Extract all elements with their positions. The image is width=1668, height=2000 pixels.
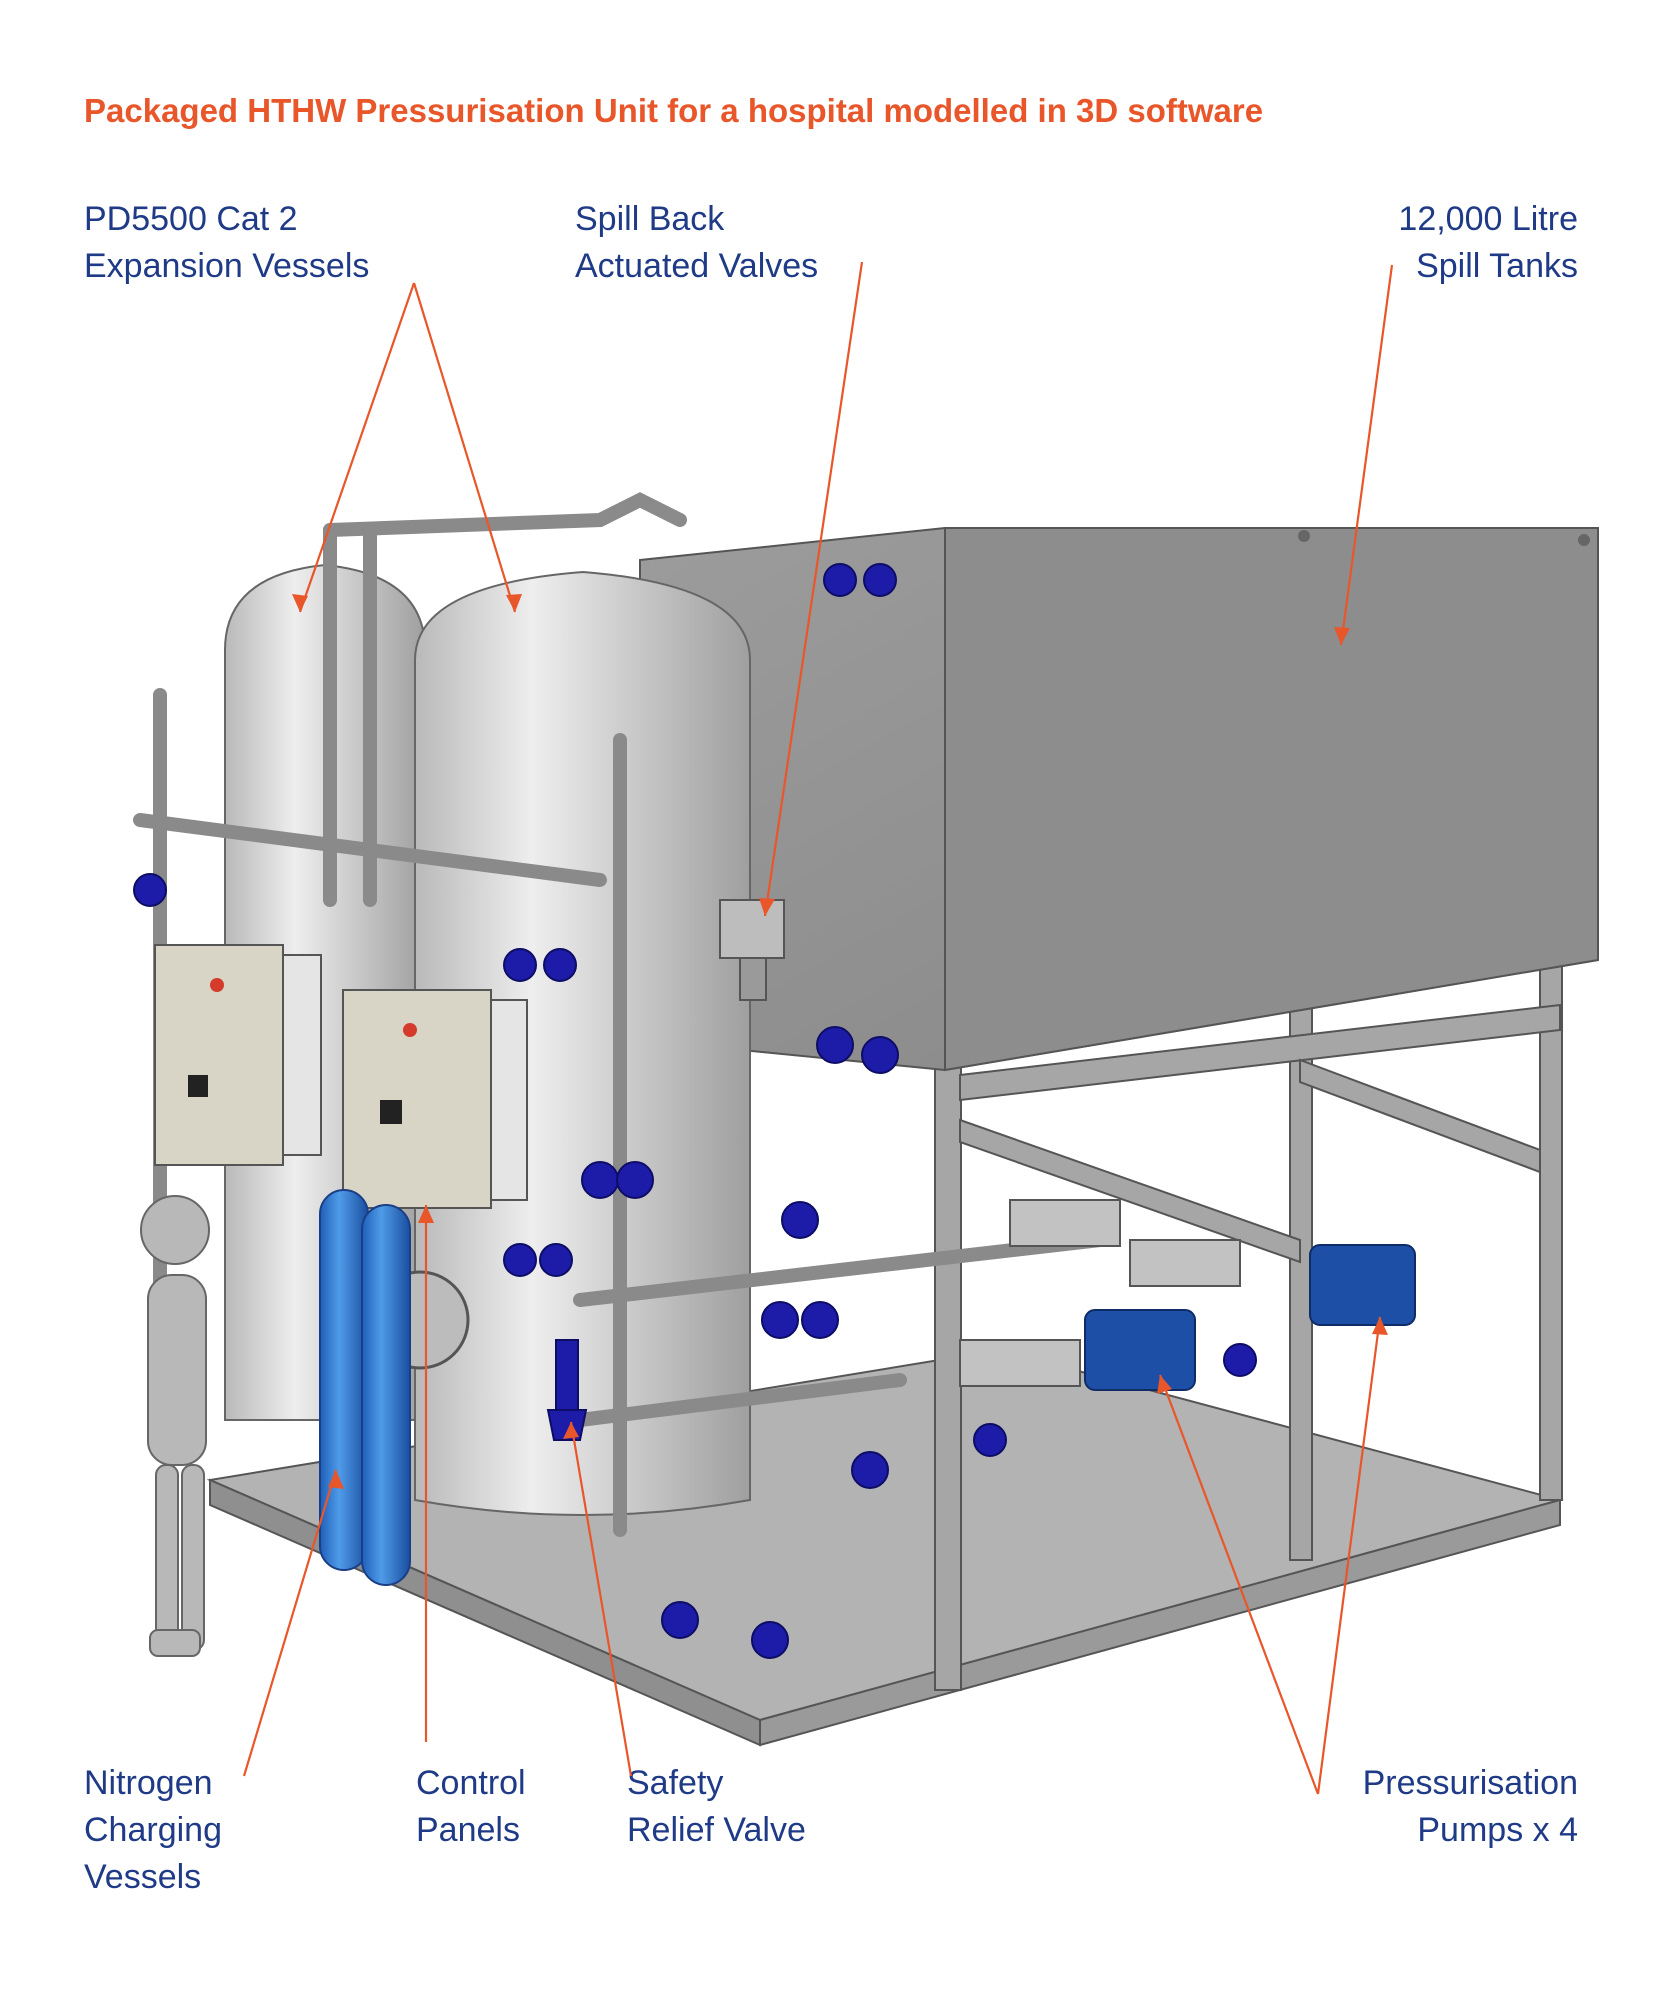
label-control-panels: Control Panels xyxy=(416,1760,526,1854)
human-figure xyxy=(140,1195,210,1657)
label-line: Spill Back xyxy=(575,200,725,238)
label-line: Panels xyxy=(416,1811,520,1849)
label-expansion-vessels: PD5500 Cat 2 Expansion Vessels xyxy=(84,196,369,290)
label-spill-back-valves: Spill Back Actuated Valves xyxy=(575,196,818,290)
label-line: 12,000 Litre xyxy=(1398,200,1578,238)
expansion-vessel-front xyxy=(370,570,751,1516)
label-line: Safety xyxy=(627,1764,724,1802)
spill-back-actuator xyxy=(719,899,785,1001)
label-line: Control xyxy=(416,1764,526,1802)
label-line: Actuated Valves xyxy=(575,247,819,285)
pipework xyxy=(133,492,1107,1537)
label-line: Charging xyxy=(84,1811,222,1849)
label-line: Relief Valve xyxy=(627,1811,806,1849)
leader-lines xyxy=(242,261,1394,1795)
valves xyxy=(133,563,1257,1659)
tank-support-frame xyxy=(934,959,1563,1691)
label-spill-tanks: 12,000 Litre Spill Tanks xyxy=(1398,196,1578,290)
label-nitrogen-vessels: Nitrogen Charging Vessels xyxy=(84,1760,222,1901)
control-panel-left xyxy=(154,944,322,1166)
control-panel-right xyxy=(342,989,528,1209)
label-line: Spill Tanks xyxy=(1416,247,1578,285)
label-line: Vessels xyxy=(84,1858,202,1896)
pressurisation-pumps xyxy=(959,1199,1416,1391)
label-safety-valve: Safety Relief Valve xyxy=(627,1760,806,1854)
label-line: Nitrogen xyxy=(84,1764,213,1802)
leader-arrowheads xyxy=(292,594,1388,1489)
nitrogen-charging-vessels xyxy=(319,1189,411,1586)
label-line: PD5500 Cat 2 xyxy=(84,200,298,238)
label-line: Pumps x 4 xyxy=(1417,1811,1578,1849)
page-title: Packaged HTHW Pressurisation Unit for a … xyxy=(84,92,1264,129)
spill-tank xyxy=(639,527,1599,1072)
label-line: Pressurisation xyxy=(1362,1764,1578,1802)
label-pumps: Pressurisation Pumps x 4 xyxy=(1363,1760,1578,1854)
label-line: Expansion Vessels xyxy=(84,247,370,285)
